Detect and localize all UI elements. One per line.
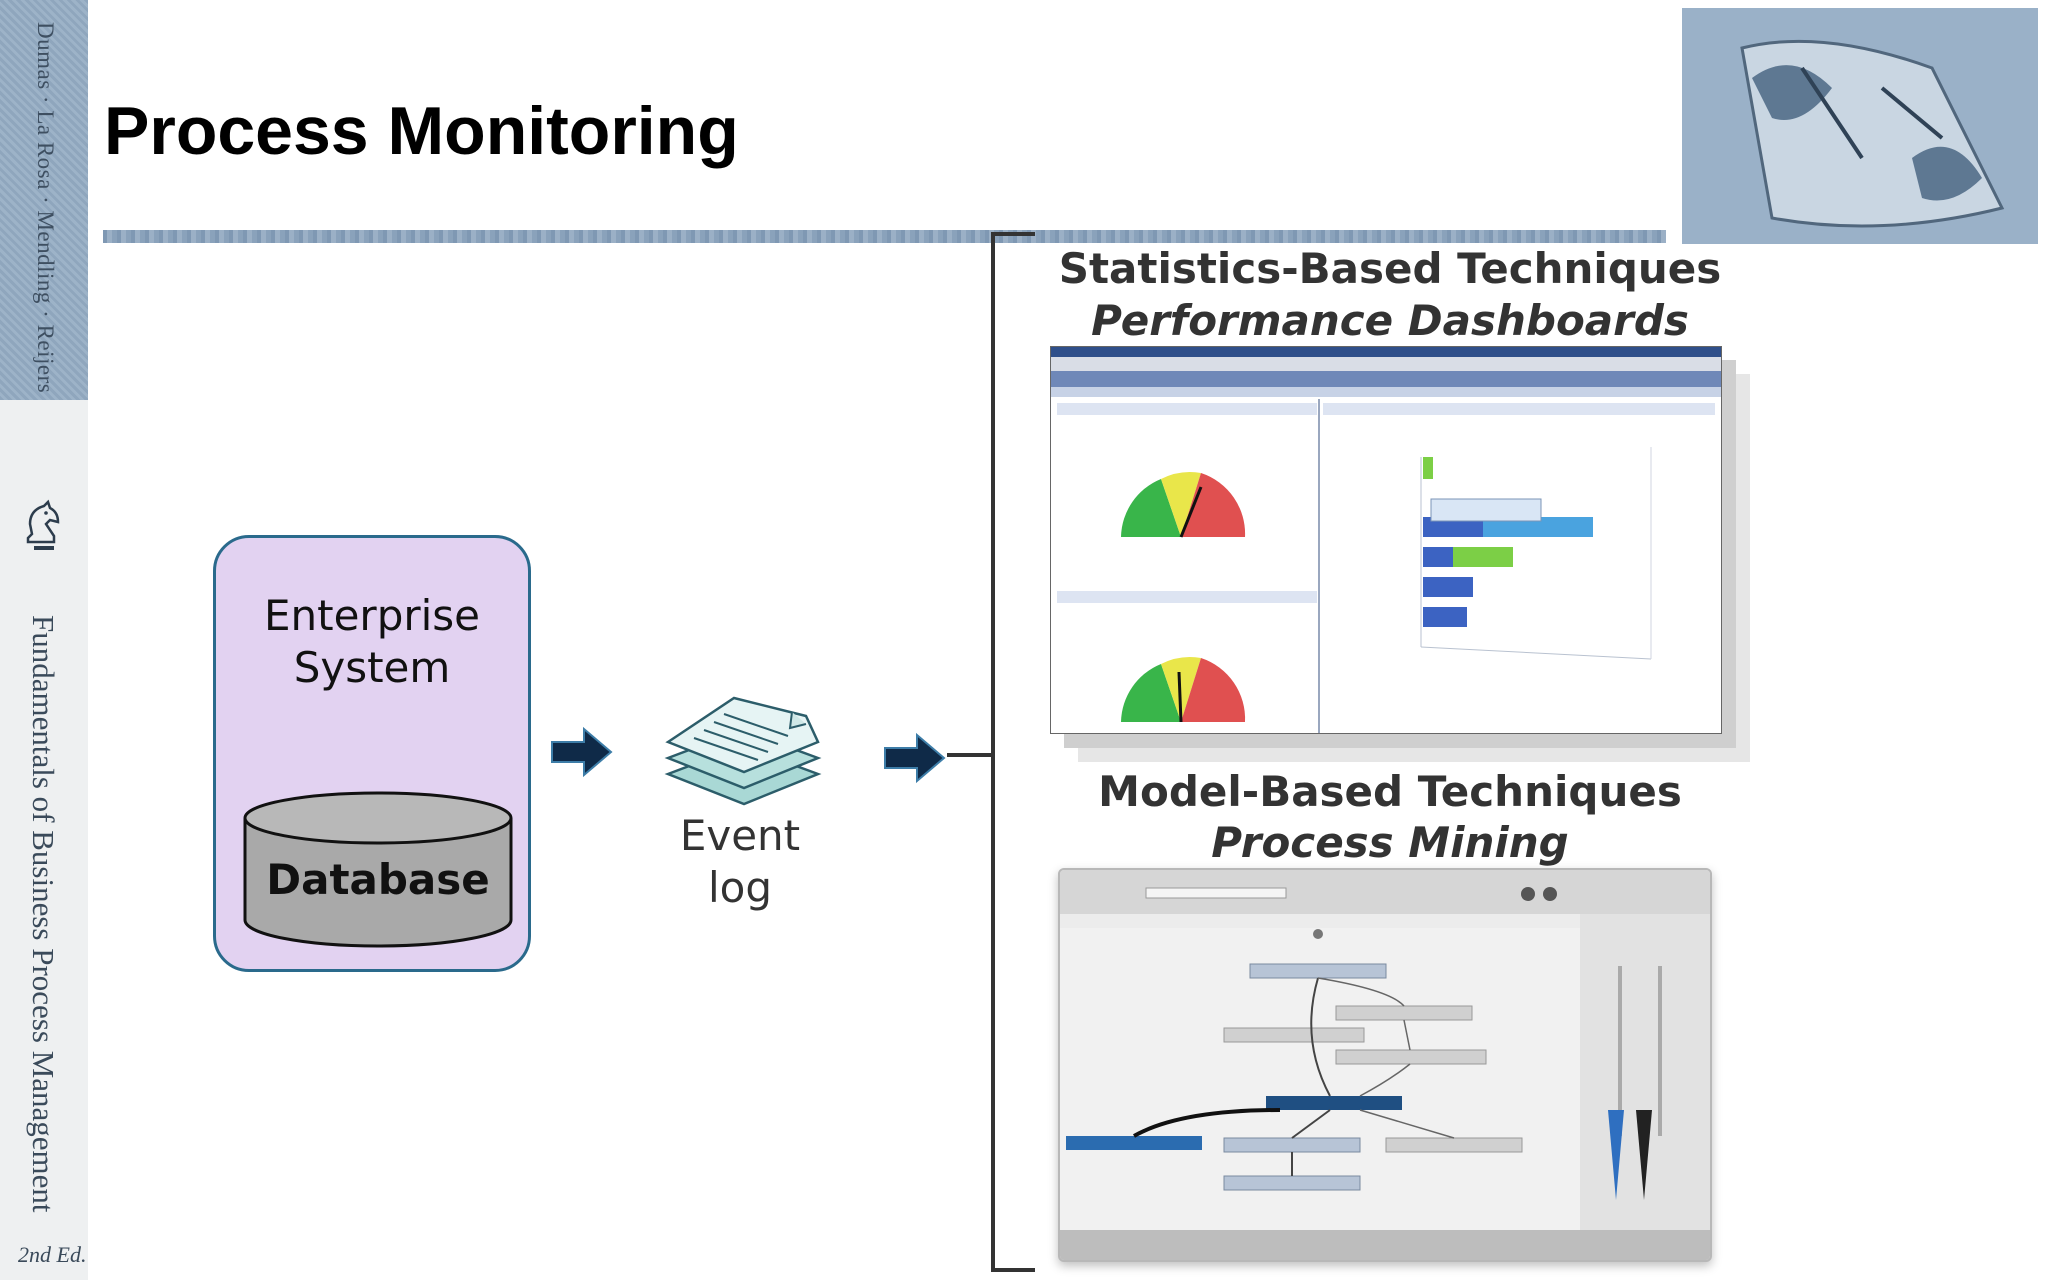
book-sidebar: Dumas · La Rosa · Mendling · Reijers Fun… xyxy=(0,0,88,1280)
database-cylinder-icon xyxy=(243,791,513,948)
sidebar-series-title: Fundamentals of Business Process Managem… xyxy=(26,615,61,1213)
sidebar-edition: 2nd Ed. xyxy=(18,1242,87,1267)
statistics-heading: Statistics-Based Techniques xyxy=(1058,244,1722,293)
slide-title: Process Monitoring xyxy=(104,93,739,169)
dashboard-illustration xyxy=(1051,347,1721,733)
knight-logo-icon xyxy=(26,499,60,550)
process-mining-illustration xyxy=(1060,870,1710,1260)
enterprise-system-label: Enterprise System xyxy=(263,591,481,692)
sidebar-cover-texture xyxy=(0,0,88,400)
database-label: Database xyxy=(266,855,490,904)
arrow-right-icon xyxy=(884,732,946,784)
statistics-subheading: Performance Dashboards xyxy=(1091,296,1689,345)
techniques-bracket xyxy=(991,232,1035,1272)
drawing-hands-image xyxy=(1682,8,2038,244)
performance-dashboard-screenshot xyxy=(1050,346,1722,734)
event-log-label: Event log xyxy=(679,811,801,912)
document-stack-icon xyxy=(664,696,822,806)
model-heading: Model-Based Techniques xyxy=(1098,767,1682,816)
title-divider xyxy=(103,230,1666,243)
bracket-connector xyxy=(947,753,993,757)
arrow-right-icon xyxy=(551,726,613,778)
process-mining-screenshot xyxy=(1058,868,1712,1262)
model-subheading: Process Mining xyxy=(1211,818,1569,867)
sidebar-authors: Dumas · La Rosa · Mendling · Reijers xyxy=(33,22,58,394)
